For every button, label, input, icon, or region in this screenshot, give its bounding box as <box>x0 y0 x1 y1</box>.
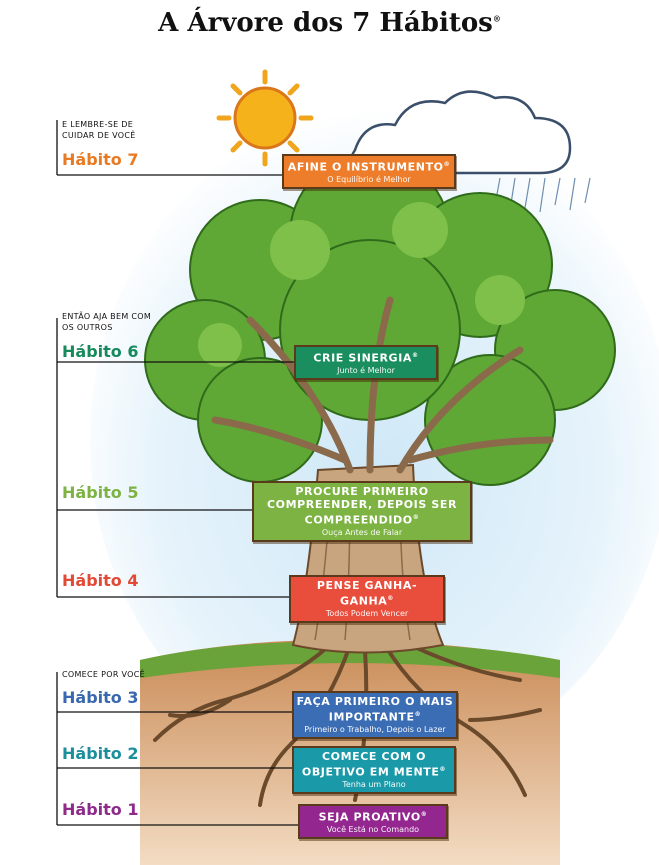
section-note-care: E LEMBRE-SE DE CUIDAR DE VOCÊ <box>62 120 136 140</box>
habit-7-label: Hábito 7 <box>62 150 139 169</box>
habit-1-label: Hábito 1 <box>62 800 139 819</box>
habit-5-sign: PROCURE PRIMEIRO COMPREENDER, DEPOIS SER… <box>252 481 472 542</box>
section-note-self: COMECE POR VOCÊ <box>62 670 146 679</box>
habit-3-sign-subtitle: Primeiro o Trabalho, Depois o Lazer <box>304 724 446 734</box>
habit-3-label: Hábito 3 <box>62 688 139 707</box>
page-title: A Árvore dos 7 Hábitos® <box>0 8 659 38</box>
habit-6-sign-subtitle: Junto é Melhor <box>337 365 395 375</box>
habit-6-sign: CRIE SINERGIA® Junto é Melhor <box>294 345 438 380</box>
habit-2-label: Hábito 2 <box>62 744 139 763</box>
habit-1-sign: SEJA PROATIVO® Você Está no Comando <box>298 804 448 839</box>
habit-2-sign: COMECE COM O OBJETIVO EM MENTE® Tenha um… <box>292 746 456 794</box>
habit-7-sign-subtitle: O Equilíbrio é Melhor <box>327 174 411 184</box>
rain-cloud-icon <box>348 90 591 213</box>
habit-6-sign-mark: ® <box>412 352 419 359</box>
habit-7-sign-title: AFINE O INSTRUMENTO <box>287 160 444 174</box>
habit-7-sign-mark: ® <box>443 161 451 168</box>
habit-3-sign-title: FAÇA PRIMEIRO O MAIS IMPORTANTE <box>296 695 454 724</box>
title-text: A Árvore dos 7 Hábitos <box>158 8 493 38</box>
habit-4-sign-subtitle: Todos Podem Vencer <box>325 608 409 618</box>
habit-5-sign-subtitle: Ouça Antes de Falar <box>321 527 403 537</box>
title-registered-mark: ® <box>492 13 501 24</box>
habit-2-sign-subtitle: Tenha um Plano <box>342 779 406 789</box>
habit-5-sign-title: PROCURE PRIMEIRO COMPREENDER, DEPOIS SER… <box>266 485 458 527</box>
habit-4-sign: PENSE GANHA-GANHA® Todos Podem Vencer <box>289 575 445 623</box>
habit-2-sign-mark: ® <box>439 766 447 773</box>
section-note-others: ENTÃO AJA BEM COM OS OUTROS <box>62 312 152 332</box>
habit-1-sign-subtitle: Você Está no Comando <box>326 824 420 834</box>
habit-5-sign-mark: ® <box>412 514 420 521</box>
habit-1-sign-mark: ® <box>420 811 428 818</box>
habit-3-sign-mark: ® <box>414 711 422 718</box>
habit-5-label: Hábito 5 <box>62 483 139 502</box>
sun-icon <box>216 69 314 167</box>
habit-6-label: Hábito 6 <box>62 342 139 361</box>
habit-3-sign: FAÇA PRIMEIRO O MAIS IMPORTANTE® Primeir… <box>292 691 458 739</box>
habit-1-sign-title: SEJA PROATIVO <box>318 810 421 824</box>
habit-4-sign-title: PENSE GANHA-GANHA <box>316 579 418 608</box>
habit-7-sign: AFINE O INSTRUMENTO® O Equilíbrio é Melh… <box>282 154 456 189</box>
habit-2-sign-title: COMECE COM O OBJETIVO EM MENTE <box>301 750 440 779</box>
habit-4-label: Hábito 4 <box>62 571 139 590</box>
habit-4-sign-mark: ® <box>387 595 395 602</box>
habit-6-sign-title: CRIE SINERGIA <box>313 351 412 365</box>
